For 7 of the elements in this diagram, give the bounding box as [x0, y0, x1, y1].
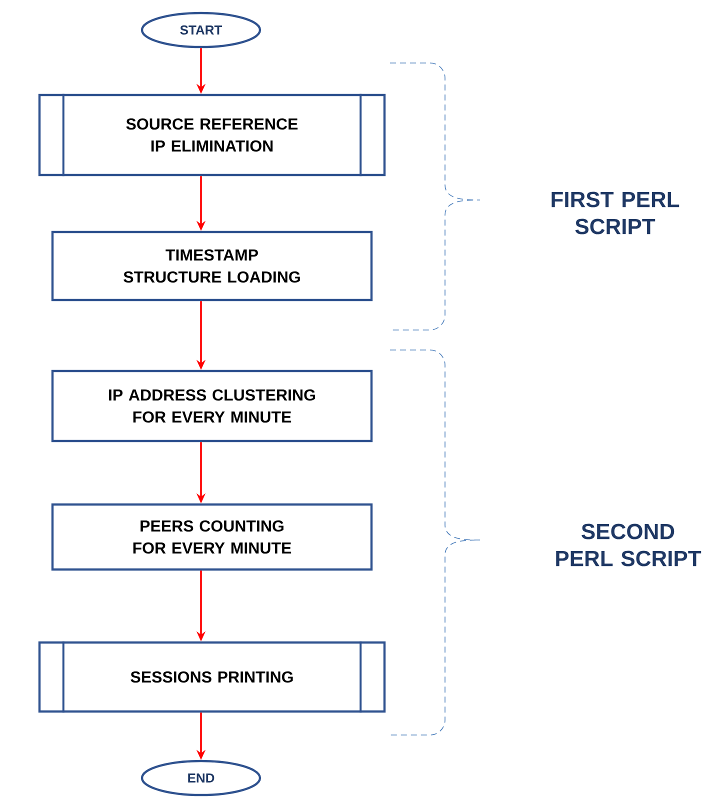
process-box: TIMESTAMP STRUCTURE LOADING	[51, 230, 373, 302]
predefined-process-box: SOURCE REFERENCE IP ELIMINATION	[38, 94, 386, 176]
group-label: FIRST PERL SCRIPT	[552, 192, 680, 234]
process-box: IP ADDRESS CLUSTERING FOR EVERY MINUTE	[51, 370, 373, 442]
group-label: SECOND PERL SCRIPT	[556, 524, 702, 566]
predefined-process-box: SESSIONS PRINTING	[38, 641, 386, 713]
process-box: PEERS COUNTING FOR EVERY MINUTE	[51, 503, 373, 571]
